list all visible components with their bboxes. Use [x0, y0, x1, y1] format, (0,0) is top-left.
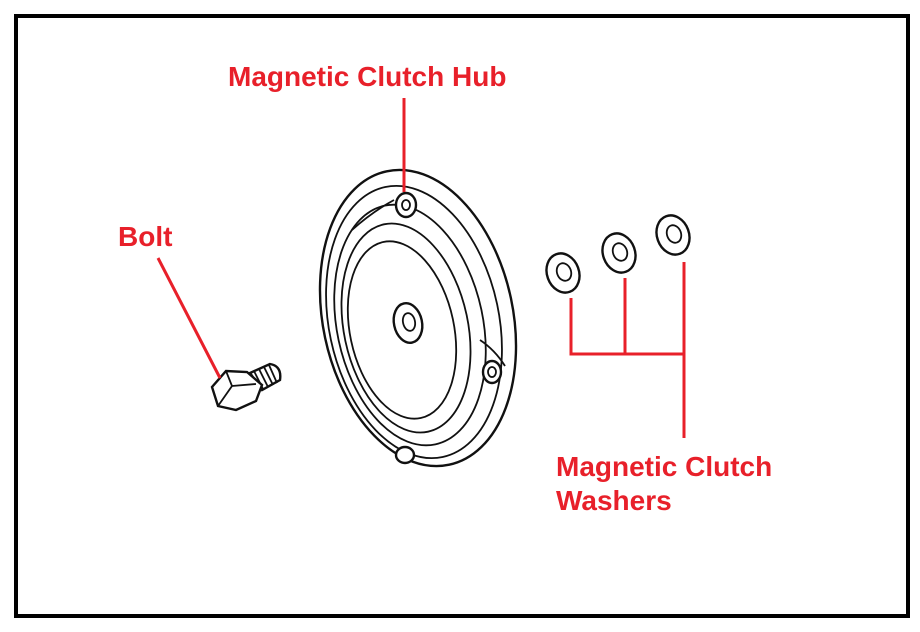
- washer-3: [655, 214, 691, 256]
- washers-leader-line: [569, 262, 686, 438]
- washers-drawing: [545, 214, 691, 294]
- bolt-label: Bolt: [118, 221, 173, 252]
- leader-lines: [156, 98, 686, 438]
- hub-label: Magnetic Clutch Hub: [228, 61, 507, 92]
- bolt-drawing: [210, 362, 282, 412]
- bolt-leader-line: [156, 257, 222, 379]
- clutch-hub-drawing: [318, 168, 518, 468]
- washer-1: [545, 252, 581, 294]
- washers-label-line-2: Washers: [556, 485, 672, 516]
- washer-2: [601, 232, 637, 274]
- washers-label-line-1: Magnetic Clutch: [556, 451, 773, 482]
